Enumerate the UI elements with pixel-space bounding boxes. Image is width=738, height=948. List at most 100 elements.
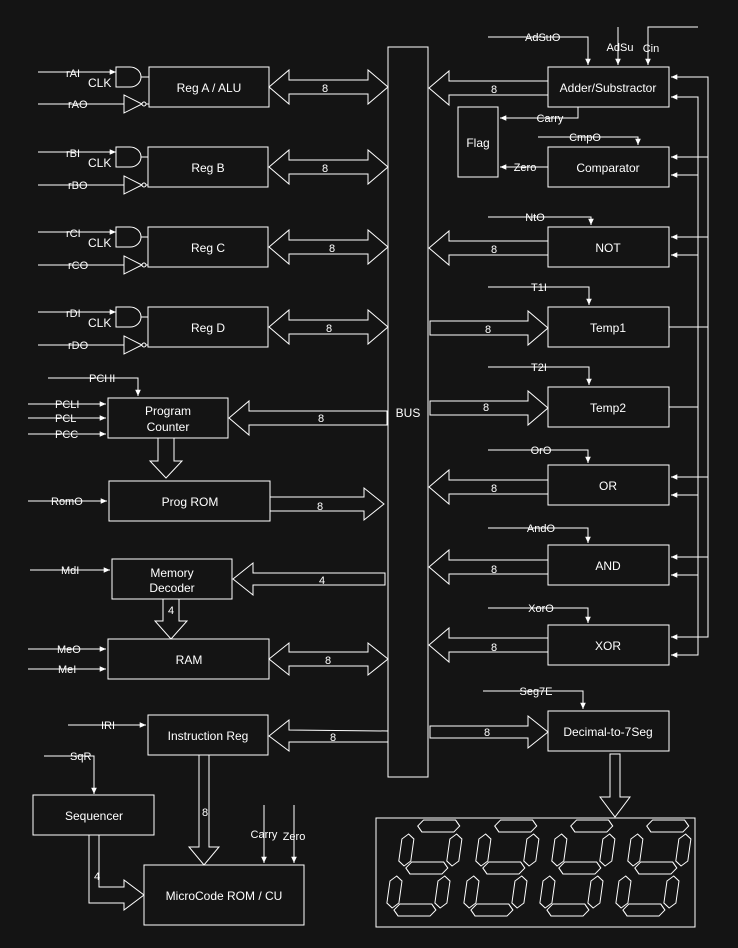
- reg-b-bus-arrow: [268, 148, 389, 186]
- reg-b-width: 8: [322, 163, 328, 175]
- adder-group: Adder/Substractor AdSuO AdSu Cin 8 Carry: [428, 26, 698, 125]
- reg-c-width: 8: [329, 243, 335, 255]
- comparator-block: [547, 146, 670, 188]
- microcode-group: MicroCode ROM / CU Carry Zero: [143, 805, 306, 926]
- rdo-label: rDO: [68, 340, 89, 352]
- oro-label: OrO: [531, 445, 552, 457]
- xoro-label: XorO: [528, 603, 554, 615]
- reg-b-label: Reg B: [191, 161, 224, 175]
- carry-label: Carry: [537, 113, 564, 125]
- dec7seg-group: Decimal-to-7Seg Seg7E 8: [429, 686, 670, 818]
- xor-width: 8: [491, 642, 497, 654]
- ir-cu-width: 8: [202, 807, 208, 819]
- bus-label: BUS: [396, 406, 421, 420]
- ram-group: RAM MeO MeI 8: [28, 638, 389, 680]
- rom-to-bus-arrow: [269, 486, 385, 522]
- reg-a-block: [148, 66, 270, 108]
- and-width: 8: [491, 564, 497, 576]
- cu-zero-label: Zero: [283, 831, 306, 843]
- zero-label: Zero: [514, 162, 537, 174]
- segment: [587, 875, 604, 909]
- ram-width: 8: [325, 655, 331, 667]
- temp2-group: Temp2 T2I 8: [429, 362, 670, 428]
- seq-to-cu-arrow: [88, 834, 145, 911]
- reg-b-block: [147, 146, 269, 188]
- program-counter-block: [107, 397, 229, 439]
- segment: [417, 819, 461, 833]
- ram-label: RAM: [176, 653, 203, 667]
- reg-d-group: rDI CLK rDO Reg D: [38, 306, 269, 355]
- segment: [558, 861, 602, 875]
- pc-width: 8: [318, 413, 324, 425]
- clk-label-c: CLK: [88, 236, 111, 250]
- dec7seg-block: [547, 710, 670, 752]
- and-gate-c: [115, 226, 142, 248]
- seven-segment-display: [375, 817, 696, 928]
- memdec-ram-width: 4: [168, 605, 174, 617]
- prog-rom-label: Prog ROM: [162, 495, 219, 509]
- digit-2: [463, 819, 540, 917]
- adder-label: Adder/Substractor: [560, 81, 657, 95]
- ir-width: 8: [330, 732, 336, 744]
- sequencer-group: SqR Sequencer 4: [32, 751, 155, 911]
- microcode-label: MicroCode ROM / CU: [166, 889, 283, 903]
- rai-label: rAI: [66, 68, 80, 80]
- cu-carry-label: Carry: [251, 829, 278, 841]
- bus-to-dec7seg-arrow: [429, 714, 549, 750]
- rbi-label: rBI: [66, 148, 80, 160]
- adder-width: 8: [491, 84, 497, 96]
- buffer-a: [123, 94, 144, 114]
- nto-wire: [488, 216, 594, 225]
- seq-width: 4: [94, 871, 100, 883]
- and-label: AND: [595, 559, 621, 573]
- mem-dec-label-2: Decoder: [149, 581, 194, 595]
- pcc-label: PCC: [55, 429, 78, 441]
- comparator-group: Comparator CmpO Zero: [500, 132, 670, 188]
- segment: [622, 903, 666, 917]
- sqr-label: SqR: [70, 751, 91, 763]
- not-group: NOT NtO 8: [428, 212, 670, 268]
- seg7e-label: Seg7E: [519, 686, 552, 698]
- reg-d-label: Reg D: [191, 321, 225, 335]
- t1i-label: T1I: [531, 282, 547, 294]
- reg-c-group: rCI CLK rCO Reg C: [38, 226, 269, 275]
- clk-label-b: CLK: [88, 156, 111, 170]
- display-digits: [386, 819, 692, 917]
- segment: [446, 833, 463, 867]
- reg-c-label: Reg C: [191, 241, 225, 255]
- rao-label: rAO: [68, 99, 88, 111]
- rom-width: 8: [317, 501, 323, 513]
- xor-label: XOR: [595, 639, 621, 653]
- digit-4: [615, 819, 692, 917]
- reg-d-width: 8: [326, 323, 332, 335]
- segment: [675, 833, 692, 867]
- not-label: NOT: [595, 241, 621, 255]
- dec7seg-label: Decimal-to-7Seg: [563, 725, 652, 739]
- meo-label: MeO: [57, 644, 81, 656]
- and-to-bus-arrow: [428, 548, 549, 586]
- adsu-label: AdSu: [607, 42, 634, 54]
- bus-to-pc-arrow: [228, 399, 388, 437]
- bus-to-temp2-arrow: [429, 389, 549, 427]
- xor-to-bus-arrow: [428, 626, 549, 664]
- memory-decoder-group: Memory Decoder MdI 4 4: [30, 558, 386, 640]
- segment: [470, 903, 514, 917]
- segment: [463, 875, 480, 909]
- buffer-d-bubble: [141, 342, 147, 348]
- temp1-group: Temp1 T1I 8: [429, 282, 670, 348]
- pc-label-1: Program: [145, 404, 191, 418]
- pcl-label: PCL: [55, 413, 76, 425]
- temp2-width: 8: [483, 402, 489, 414]
- carry-wire: [500, 107, 579, 121]
- t2i-label: T2I: [531, 362, 547, 374]
- pchi-wire: [48, 377, 141, 396]
- temp2-label: Temp2: [590, 401, 626, 415]
- temp2-to-xor: [671, 407, 699, 658]
- segment: [599, 833, 616, 867]
- rbo-label: rBO: [68, 180, 88, 192]
- reg-a-bus-arrow: [268, 68, 389, 106]
- buffer-c-bubble: [141, 262, 147, 268]
- segment: [523, 833, 540, 867]
- segment: [405, 861, 449, 875]
- buffer-c: [123, 255, 144, 275]
